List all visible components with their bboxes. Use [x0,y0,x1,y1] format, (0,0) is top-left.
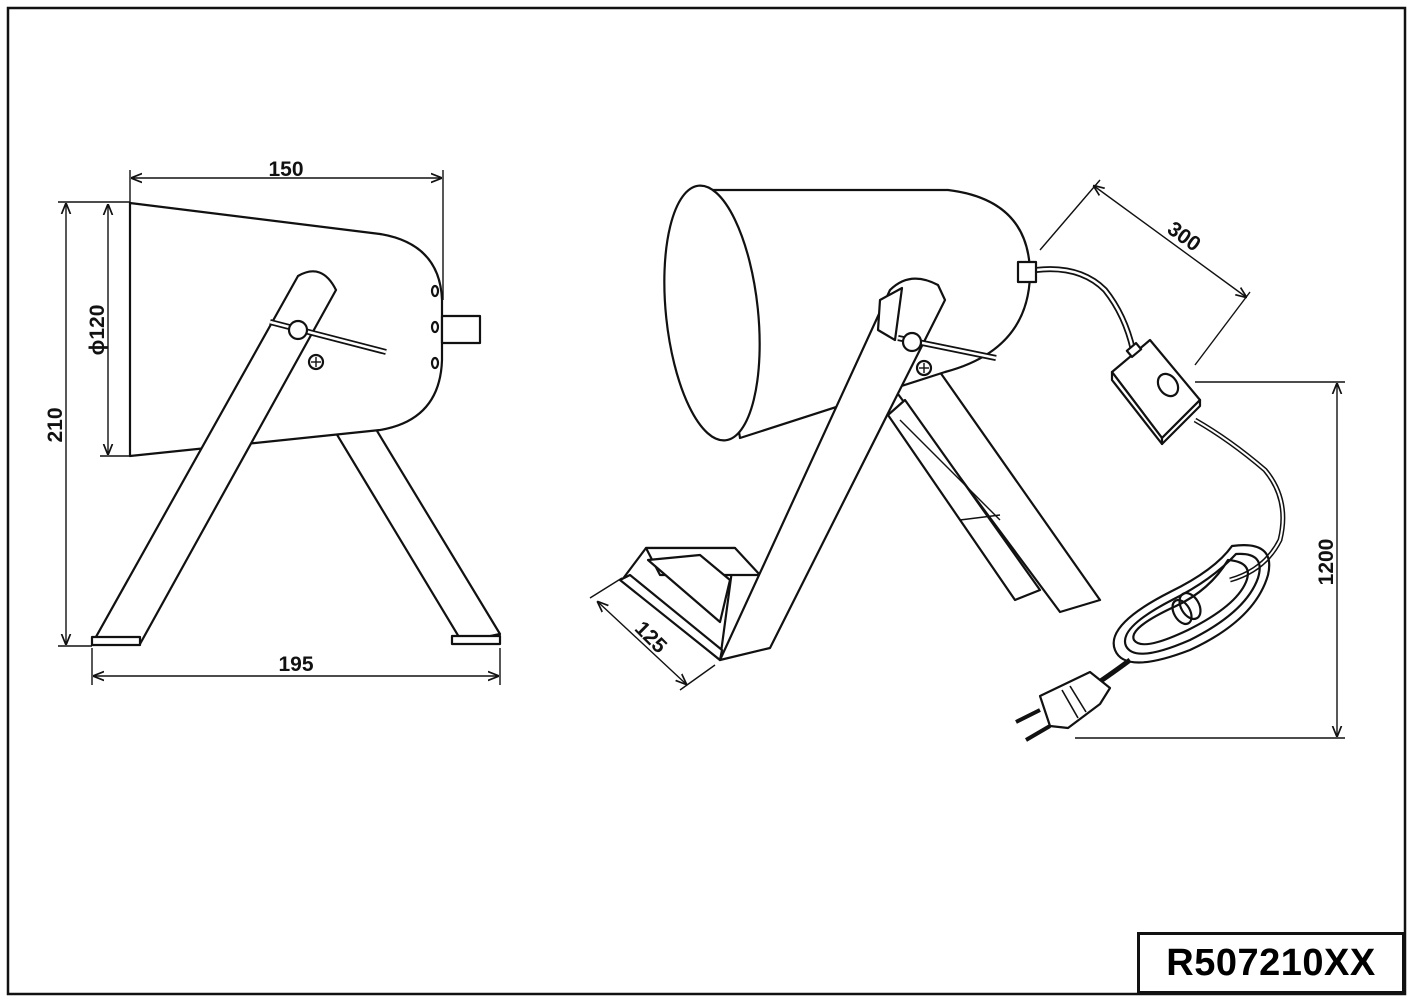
side-back-foot [450,634,502,646]
dim-label-210: 210 [44,407,67,442]
dim-label-300: 300 [1163,217,1205,256]
perspective-front-frame [618,277,947,662]
dim-label-150: 150 [268,158,303,181]
dim-label-phi120: ϕ120 [86,305,109,356]
side-vent-hole [430,320,440,334]
power-plug [1015,670,1112,742]
perspective-tilt-knob [901,331,923,353]
model-code-box: R507210XX [1137,932,1405,994]
side-front-foot [90,635,142,647]
shade-opening [663,184,761,442]
cable-coil [1112,544,1271,664]
side-tilt-knob [287,319,309,341]
model-code: R507210XX [1166,941,1376,984]
side-front-leg [90,270,338,646]
drawing-frame [6,6,1407,996]
dim-label-1200: 1200 [1315,539,1338,586]
perspective-cable-socket [1016,260,1038,284]
switch-button-icon [1156,372,1180,398]
perspective-view [618,184,1286,742]
side-vent-hole [430,284,440,298]
dim-label-125: 125 [630,617,671,658]
inline-switch [1110,338,1202,446]
side-view [90,201,502,647]
perspective-dimensions [589,179,1345,739]
side-vent-hole [430,356,440,370]
dim-label-195: 195 [278,653,313,676]
perspective-back-frame [886,363,1102,614]
side-dimensions [58,170,501,685]
side-cable-socket [440,314,482,345]
